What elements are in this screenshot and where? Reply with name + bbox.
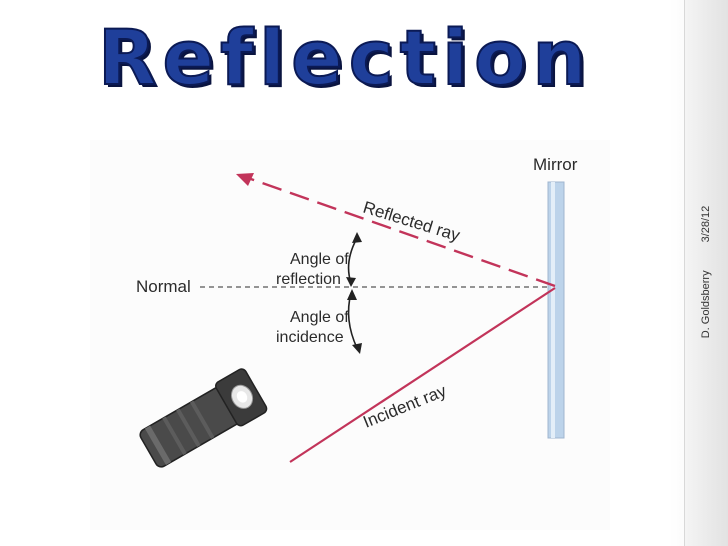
angle-incidence-line1: Angle of: [290, 309, 349, 326]
reflected-ray-label: Reflected ray: [361, 198, 463, 246]
angle-incidence-line2: incidence: [276, 329, 344, 346]
reflected-ray: [247, 176, 556, 288]
angle-reflection-line1: Angle of: [290, 251, 349, 268]
flashlight-icon: [139, 368, 268, 468]
arrow-head-icon: [352, 343, 362, 354]
mirror-label: Mirror: [533, 155, 578, 174]
mirror-highlight: [551, 182, 555, 438]
sidebar-panel: [684, 0, 728, 546]
sidebar-author: D. Goldsberry: [700, 270, 712, 339]
curved-double-arrow-icon: [352, 232, 362, 243]
normal-label: Normal: [136, 277, 191, 296]
reflection-angle-arc: [347, 237, 358, 284]
arrow-left-icon: [236, 173, 254, 186]
arrow-head-icon: [346, 277, 356, 287]
mirror: [547, 181, 565, 439]
incidence-angle-arc: [347, 292, 358, 349]
slide-title: Reflection: [97, 13, 593, 102]
diagram-background: [90, 140, 610, 530]
incident-ray: [289, 287, 556, 463]
sidebar-footer: D. Goldsberry 3/28/12: [700, 206, 712, 339]
sidebar-date: 3/28/12: [700, 205, 712, 243]
arrow-head-icon: [347, 289, 357, 300]
angle-reflection-line2: reflection: [276, 271, 341, 288]
